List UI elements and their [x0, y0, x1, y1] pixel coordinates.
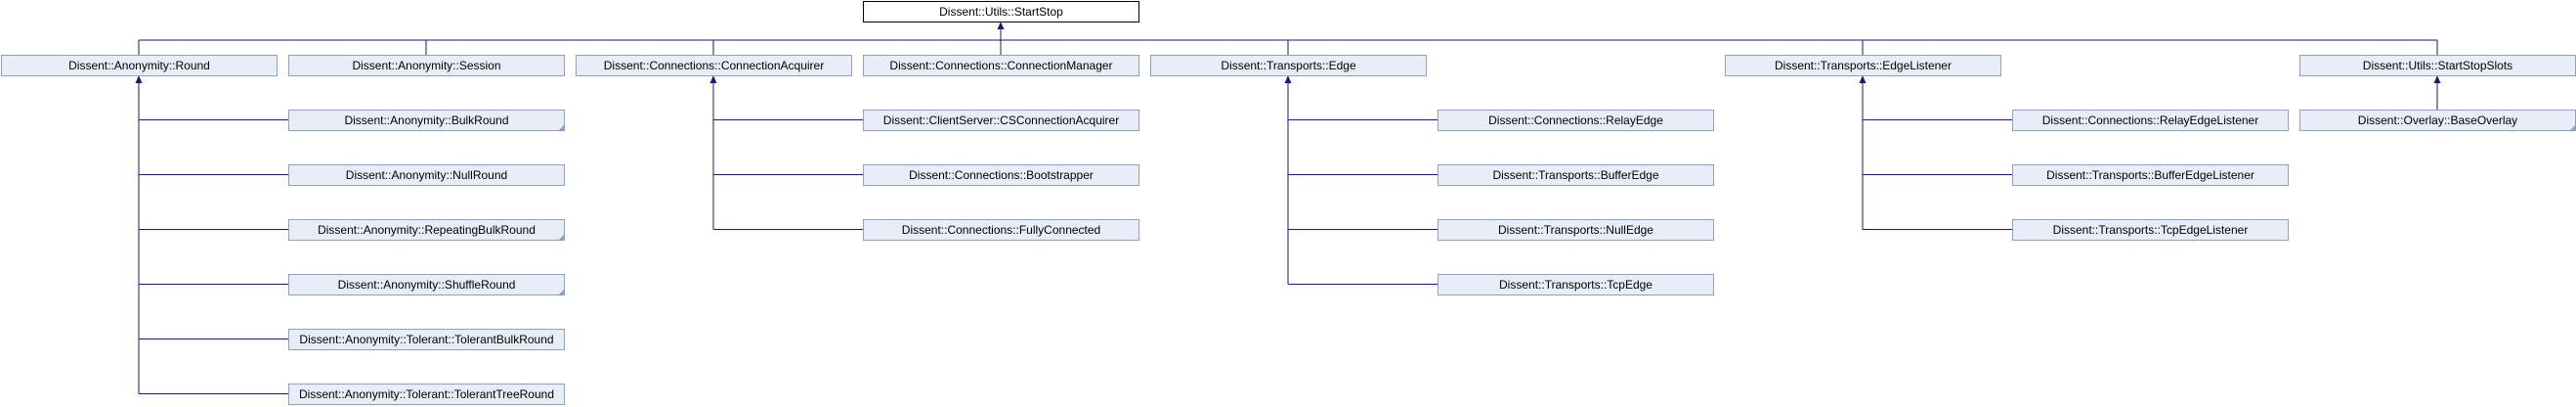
class-node[interactable]: Dissent::Anonymity::Round [1, 55, 278, 76]
more-subclasses-indicator-icon [2569, 124, 2576, 131]
class-node-box [2012, 219, 2289, 241]
class-node[interactable]: Dissent::Connections::FullyConnected [863, 219, 1139, 241]
class-node-box [288, 384, 565, 405]
class-node-box [863, 55, 1139, 76]
class-node-label: Dissent::Anonymity::Round [68, 59, 210, 72]
class-node-label: Dissent::Anonymity::NullRound [346, 168, 507, 182]
class-node[interactable]: Dissent::Anonymity::ShuffleRound [288, 274, 565, 295]
class-node[interactable]: Dissent::Connections::ConnectionAcquirer [576, 55, 852, 76]
class-node-label: Dissent::Utils::StartStopSlots [2363, 59, 2512, 72]
class-node-box [863, 164, 1139, 186]
class-node[interactable]: Dissent::Transports::NullEdge [1438, 219, 1714, 241]
class-node-box [288, 55, 565, 76]
class-node-label: Dissent::Anonymity::BulkRound [344, 113, 508, 127]
class-node[interactable]: Dissent::Transports::Edge [1150, 55, 1427, 76]
class-node-label: Dissent::ClientServer::CSConnectionAcqui… [883, 113, 1119, 127]
class-node-box [2012, 164, 2289, 186]
class-node[interactable]: Dissent::Anonymity::RepeatingBulkRound [288, 219, 565, 241]
class-node-label: Dissent::Connections::ConnectionManager [889, 59, 1112, 72]
class-node-box [1438, 274, 1714, 295]
class-node-label: Dissent::Transports::BufferEdge [1492, 168, 1658, 182]
class-node[interactable]: Dissent::Anonymity::NullRound [288, 164, 565, 186]
class-node-box [288, 274, 565, 295]
class-node[interactable]: Dissent::Anonymity::Tolerant::TolerantBu… [288, 329, 565, 350]
class-node[interactable]: Dissent::Anonymity::Tolerant::TolerantTr… [288, 384, 565, 405]
more-subclasses-indicator-icon [558, 124, 565, 131]
inheritance-arrowhead [1859, 75, 1867, 83]
more-subclasses-indicator-icon [558, 289, 565, 295]
class-node-box [1438, 164, 1714, 186]
class-node[interactable]: Dissent::Transports::TcpEdgeListener [2012, 219, 2289, 241]
class-node[interactable]: Dissent::Utils::StartStopSlots [2299, 55, 2576, 76]
class-node-label: Dissent::Connections::Bootstrapper [909, 168, 1094, 182]
class-node[interactable]: Dissent::ClientServer::CSConnectionAcqui… [863, 110, 1139, 131]
class-node-box [576, 55, 852, 76]
class-node-box [1725, 55, 2001, 76]
class-node[interactable]: Dissent::Anonymity::BulkRound [288, 110, 565, 131]
class-node[interactable]: Dissent::Connections::RelayEdge [1438, 110, 1714, 131]
class-node-box [288, 329, 565, 350]
class-node-label: Dissent::Transports::Edge [1221, 59, 1356, 72]
class-node-label: Dissent::Transports::TcpEdgeListener [2053, 223, 2249, 237]
class-node-box [863, 1, 1139, 23]
class-node-box [1438, 110, 1714, 131]
inheritance-arrowhead [709, 75, 717, 83]
class-node-box [863, 219, 1139, 241]
class-node-label: Dissent::Transports::EdgeListener [1775, 59, 1952, 72]
class-node-box [1150, 55, 1427, 76]
class-node-label: Dissent::Anonymity::RepeatingBulkRound [318, 223, 536, 237]
class-node-label: Dissent::Utils::StartStop [939, 5, 1063, 19]
class-node-box [863, 110, 1139, 131]
class-node-label: Dissent::Overlay::BaseOverlay [2358, 113, 2517, 127]
class-node-label: Dissent::Connections::FullyConnected [902, 223, 1100, 237]
inheritance-edges [135, 22, 2441, 394]
class-node[interactable]: Dissent::Connections::Bootstrapper [863, 164, 1139, 186]
class-node-label: Dissent::Transports::TcpEdge [1499, 278, 1653, 292]
class-node-label: Dissent::Transports::BufferEdgeListener [2046, 168, 2254, 182]
class-node[interactable]: Dissent::Anonymity::Session [288, 55, 565, 76]
class-node[interactable]: Dissent::Connections::ConnectionManager [863, 55, 1139, 76]
class-node[interactable]: Dissent::Transports::BufferEdgeListener [2012, 164, 2289, 186]
class-node-label: Dissent::Anonymity::ShuffleRound [338, 278, 516, 292]
class-node[interactable]: Dissent::Transports::BufferEdge [1438, 164, 1714, 186]
class-node-label: Dissent::Anonymity::Tolerant::TolerantBu… [299, 333, 553, 346]
class-node[interactable]: Dissent::Transports::EdgeListener [1725, 55, 2001, 76]
class-node-label: Dissent::Anonymity::Tolerant::TolerantTr… [299, 387, 554, 401]
inheritance-arrowhead [997, 22, 1005, 29]
class-node-box [1438, 219, 1714, 241]
class-node-box [1, 55, 278, 76]
class-node-box [2012, 110, 2289, 131]
inheritance-arrowhead [2433, 75, 2441, 83]
class-node-label: Dissent::Connections::ConnectionAcquirer [604, 59, 824, 72]
class-node-box [288, 110, 565, 131]
class-node-label: Dissent::Connections::RelayEdge [1488, 113, 1663, 127]
inheritance-arrowhead [135, 75, 143, 83]
class-node-box [288, 164, 565, 186]
inheritance-arrowhead [1284, 75, 1292, 83]
class-node-label: Dissent::Anonymity::Session [352, 59, 500, 72]
class-node[interactable]: Dissent::Overlay::BaseOverlay [2299, 110, 2576, 131]
class-node-label: Dissent::Connections::RelayEdgeListener [2042, 113, 2258, 127]
class-node-box [288, 219, 565, 241]
class-node-label: Dissent::Transports::NullEdge [1498, 223, 1653, 237]
class-node[interactable]: Dissent::Transports::TcpEdge [1438, 274, 1714, 295]
class-node[interactable]: Dissent::Connections::RelayEdgeListener [2012, 110, 2289, 131]
more-subclasses-indicator-icon [558, 234, 565, 241]
root-class-node[interactable]: Dissent::Utils::StartStop [863, 1, 1139, 23]
